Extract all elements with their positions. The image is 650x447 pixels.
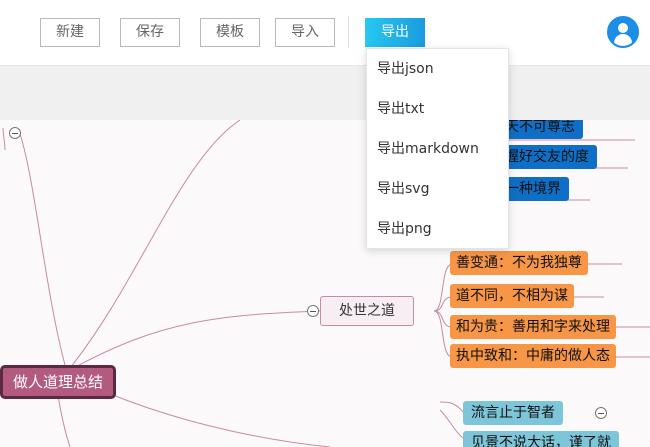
blue-node[interactable]: 一种境界 bbox=[497, 177, 569, 201]
blue-node[interactable]: 天不可尊志 bbox=[497, 120, 583, 139]
user-avatar-icon[interactable] bbox=[607, 16, 639, 48]
orange-node[interactable]: 和为贵：善用和字来处理 bbox=[450, 315, 616, 339]
collapse-toggle-icon[interactable] bbox=[307, 305, 319, 317]
mindmap-canvas[interactable]: 天不可尊志 握好交友的度 一种境界 处世之道 善变通：不为我独尊 道不同，不相为… bbox=[0, 120, 650, 447]
toolbar: 新建 保存 模板 导入 导出 bbox=[0, 0, 650, 65]
save-button[interactable]: 保存 bbox=[120, 18, 180, 47]
sub-toolbar bbox=[0, 65, 650, 120]
orange-node[interactable]: 道不同，不相为谋 bbox=[450, 284, 574, 308]
import-button[interactable]: 导入 bbox=[275, 18, 335, 47]
orange-node[interactable]: 执中致和：中庸的做人态 bbox=[450, 344, 616, 368]
mindmap-topic-node[interactable]: 处世之道 bbox=[320, 296, 414, 326]
export-png-item[interactable]: 导出png bbox=[377, 221, 432, 237]
export-txt-item[interactable]: 导出txt bbox=[377, 101, 425, 117]
cyan-node[interactable]: 见景不说大话，谨了就 bbox=[463, 431, 619, 447]
export-json-item[interactable]: 导出json bbox=[377, 61, 434, 77]
blue-node[interactable]: 握好交友的度 bbox=[497, 145, 597, 169]
collapse-toggle-icon[interactable] bbox=[9, 127, 21, 139]
collapse-toggle-icon[interactable] bbox=[595, 407, 607, 419]
orange-node[interactable]: 善变通：不为我独尊 bbox=[450, 251, 588, 275]
new-button[interactable]: 新建 bbox=[40, 18, 100, 47]
template-button[interactable]: 模板 bbox=[200, 18, 260, 47]
export-svg-item[interactable]: 导出svg bbox=[377, 181, 430, 197]
export-dropdown-menu: 导出json 导出txt 导出markdown 导出svg 导出png bbox=[366, 48, 509, 249]
cyan-node[interactable]: 流言止于智者 bbox=[463, 401, 563, 425]
export-button[interactable]: 导出 bbox=[365, 18, 425, 47]
toolbar-divider bbox=[348, 16, 349, 48]
export-markdown-item[interactable]: 导出markdown bbox=[377, 141, 479, 157]
mindmap-root-node[interactable]: 做人道理总结 bbox=[0, 365, 117, 399]
